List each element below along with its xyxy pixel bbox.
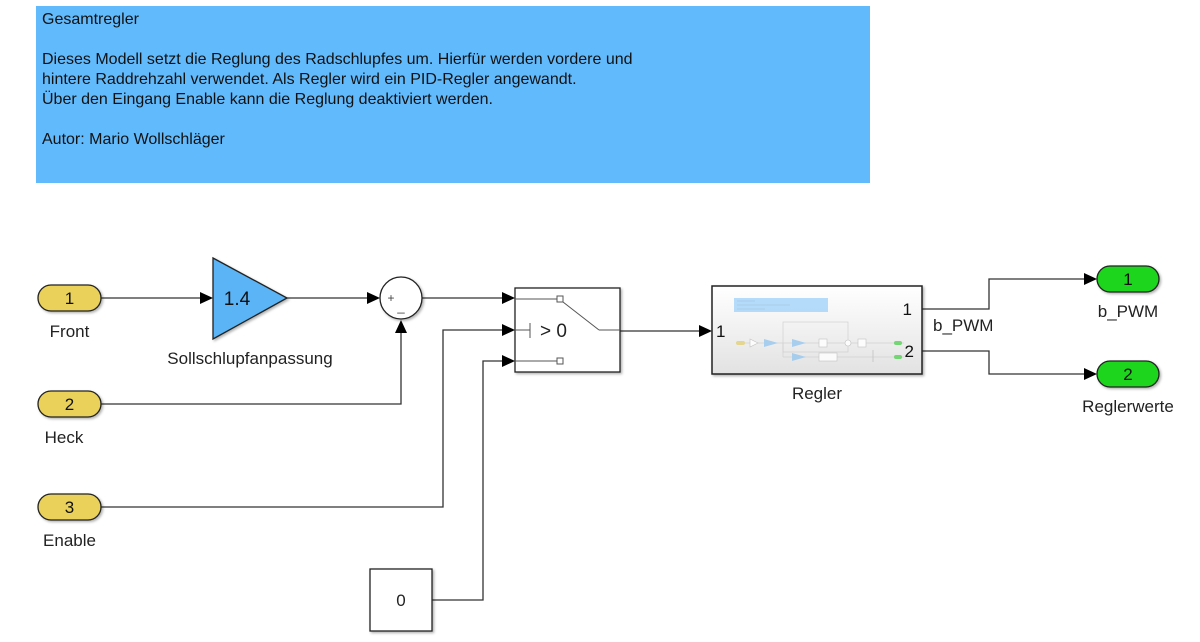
sum-block[interactable]: + _ [379,276,423,320]
constant-value: 0 [396,591,405,610]
wire-regler-out1-to-bpwm[interactable] [922,278,1084,310]
sum-sign-minus: _ [396,299,405,314]
inport-enable[interactable]: 3 Enable [37,493,102,550]
gain-label: Sollschlupfanpassung [167,349,332,368]
outport-b-pwm-label: b_PWM [1098,302,1158,321]
annotation-title: Gesamtregler [42,11,139,28]
regler-out-port-1: 1 [903,300,912,319]
wire-enable-to-switch[interactable] [101,329,502,508]
outport-reglerwerte-number: 2 [1123,365,1132,384]
outport-reglerwerte-label: Reglerwerte [1082,397,1174,416]
sum-sign-plus: + [387,291,394,305]
subsystem-thumbnail [734,298,904,362]
annotation-line-2: hintere Raddrehzahl verwendet. Als Regle… [42,71,577,88]
arrowhead-switch-in3 [502,355,515,367]
arrowhead-switch-in2 [502,324,515,336]
outport-b-pwm-number: 1 [1123,270,1132,289]
gain-value: 1.4 [224,289,251,310]
inport-front-label: Front [50,322,90,341]
inport-heck[interactable]: 2 Heck [37,390,102,447]
arrowhead-gain-in [200,292,213,304]
wire-constant-to-switch[interactable] [432,360,502,601]
outport-b-pwm[interactable]: 1 b_PWM [1096,265,1160,321]
arrowhead-switch-in1 [502,292,515,304]
annotation-author: Autor: Mario Wollschläger [42,131,225,148]
model-annotation: Gesamtregler Dieses Modell setzt die Reg… [36,6,870,183]
arrowhead-sum-minus [395,320,407,333]
outport-reglerwerte[interactable]: 2 Reglerwerte [1082,360,1174,416]
signal-label-b-pwm[interactable]: b_PWM [933,316,993,335]
arrowhead-outport-1 [1084,273,1097,285]
inport-heck-label: Heck [45,428,84,447]
annotation-line-3: Über den Eingang Enable kann die Reglung… [42,91,493,108]
signal-lines: b_PWM [101,273,1097,601]
inport-heck-number: 2 [65,395,74,414]
inport-front-number: 1 [65,289,74,308]
switch-criterion: > 0 [540,321,567,342]
arrowhead-outport-2 [1084,368,1097,380]
arrowhead-regler-in [699,325,712,337]
arrowhead-sum-plus [367,292,380,304]
regler-subsystem-block[interactable]: 1 1 2 Regler [711,285,923,403]
regler-out-port-2: 2 [905,342,914,361]
gain-block[interactable]: 1.4 Sollschlupfanpassung [167,256,333,368]
inport-enable-label: Enable [43,531,96,550]
wire-regler-out2-to-reglerwerte[interactable] [922,350,1084,375]
inport-front[interactable]: 1 Front [37,284,102,341]
annotation-line-1: Dieses Modell setzt die Reglung des Rads… [42,51,633,68]
constant-block[interactable]: 0 [369,568,433,632]
switch-block[interactable]: > 0 [514,287,621,373]
wire-heck-to-sum[interactable] [101,333,402,405]
inport-enable-number: 3 [65,498,74,517]
regler-in-port-1: 1 [716,322,725,341]
regler-label: Regler [792,384,842,403]
